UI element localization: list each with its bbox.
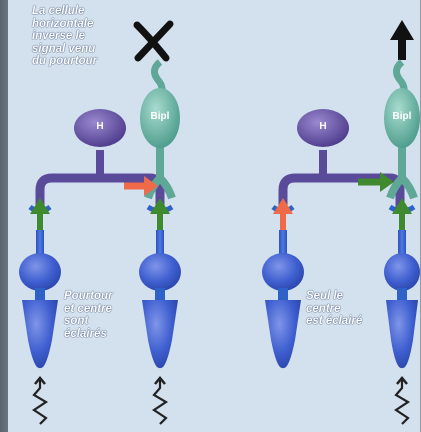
receptor-right — [384, 230, 420, 368]
zigzag-arrow-icon — [396, 378, 408, 424]
bipolar-cell-label: Bipl — [146, 111, 174, 122]
zigzag-arrow-icon — [34, 378, 46, 424]
right-circuit — [262, 20, 420, 424]
left-circuit — [19, 24, 181, 424]
receptor-right — [139, 230, 181, 368]
red-arrow-icon — [273, 198, 293, 232]
annotation-right: Seul le centre est éclairé — [306, 290, 362, 328]
bipolar-cell-label: Bipl — [388, 111, 416, 122]
annotation-top: La cellule horizontale inverse le signal… — [32, 5, 97, 68]
annotation-left: Pourtour et centre sont éclairés — [64, 290, 113, 340]
horizontal-cell-label: H — [93, 121, 107, 132]
receptor-left — [19, 230, 61, 368]
green-arrow-icon — [392, 198, 412, 232]
green-arrow-icon — [30, 198, 50, 232]
green-arrow-icon — [150, 198, 170, 232]
horizontal-cell-label: H — [316, 121, 330, 132]
up-arrow-icon — [390, 20, 414, 60]
zigzag-arrow-icon — [154, 378, 166, 424]
cross-icon — [137, 24, 170, 58]
receptor-left — [262, 230, 304, 368]
